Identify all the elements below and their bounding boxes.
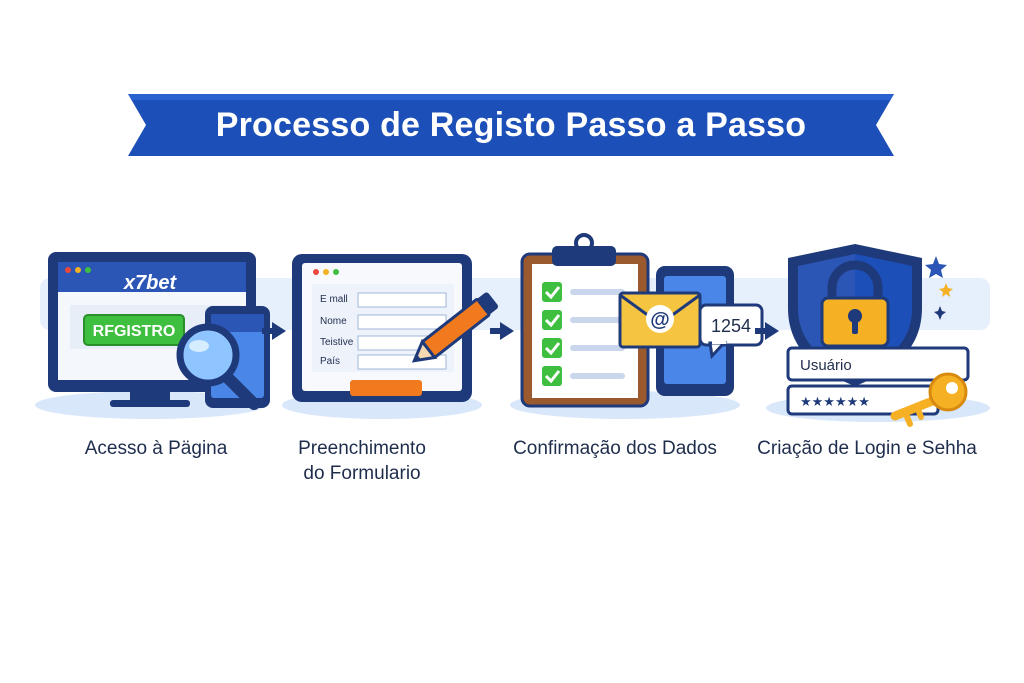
- arrow-right-icon: [500, 322, 514, 340]
- step-1-illustration: x7bet RFGISTRO: [35, 252, 270, 419]
- caption-line: Preenchimento: [298, 438, 426, 459]
- checkbox-icon: [542, 310, 625, 330]
- key-icon: [890, 372, 968, 427]
- form-input[interactable]: [357, 292, 447, 308]
- password-mask: ★★★★★★: [800, 394, 870, 409]
- arrow-right-icon: [765, 322, 779, 340]
- caption-line: Confirmação dos Dados: [513, 438, 717, 459]
- step-3-caption: Confirmação dos Dados: [505, 436, 725, 461]
- chat-bubble-icon: 1254: [698, 303, 764, 360]
- username-label: Usuário: [800, 357, 852, 374]
- form-field-label: Teistive: [320, 337, 354, 348]
- sms-code: 1254: [711, 316, 751, 336]
- ribbon-shape: [128, 94, 894, 156]
- step-2-illustration: E mall Nome Teistive País: [282, 254, 499, 419]
- username-field[interactable]: Usuário: [786, 346, 970, 382]
- step-2-caption: Preenchimento do Formulario: [262, 436, 462, 486]
- caption-line: Criação de Login e Sehha: [757, 438, 977, 459]
- step-4-caption: Criação de Login e Sehha: [750, 436, 984, 461]
- form-field-label: E mall: [320, 294, 348, 305]
- register-button-label: RFGISTRO: [93, 323, 176, 340]
- page-title: Processo de Registo Passo a Passo: [215, 106, 807, 144]
- pencil-icon: [411, 292, 499, 363]
- email-symbol: @: [650, 309, 670, 331]
- register-button[interactable]: RFGISTRO: [83, 314, 185, 346]
- caption-line: do Formulario: [303, 463, 421, 484]
- step-3-illustration: @ 1254: [510, 233, 764, 419]
- form-field-label: País: [320, 356, 340, 367]
- padlock-icon: [820, 260, 890, 348]
- caption-line: Acesso à Pägina: [84, 438, 228, 459]
- form-input[interactable]: [357, 314, 447, 330]
- site-logo: x7bet: [123, 272, 178, 294]
- arrow-right-icon: [272, 322, 286, 340]
- form-field-label: Nome: [320, 316, 347, 327]
- checkbox-icon: [542, 282, 625, 302]
- star-icon: [925, 256, 953, 320]
- step-1-caption: Acesso à Pägina: [56, 436, 256, 461]
- title-banner: Processo de Registo Passo a Passo: [128, 92, 894, 158]
- step-4-illustration: Usuário ★★★★★★: [766, 244, 990, 427]
- checkbox-icon: [542, 366, 625, 386]
- checkbox-icon: [542, 338, 625, 358]
- envelope-icon: @: [618, 291, 702, 349]
- submit-button[interactable]: [350, 380, 422, 396]
- password-field[interactable]: ★★★★★★: [786, 384, 940, 416]
- magnifier-icon: [176, 323, 260, 410]
